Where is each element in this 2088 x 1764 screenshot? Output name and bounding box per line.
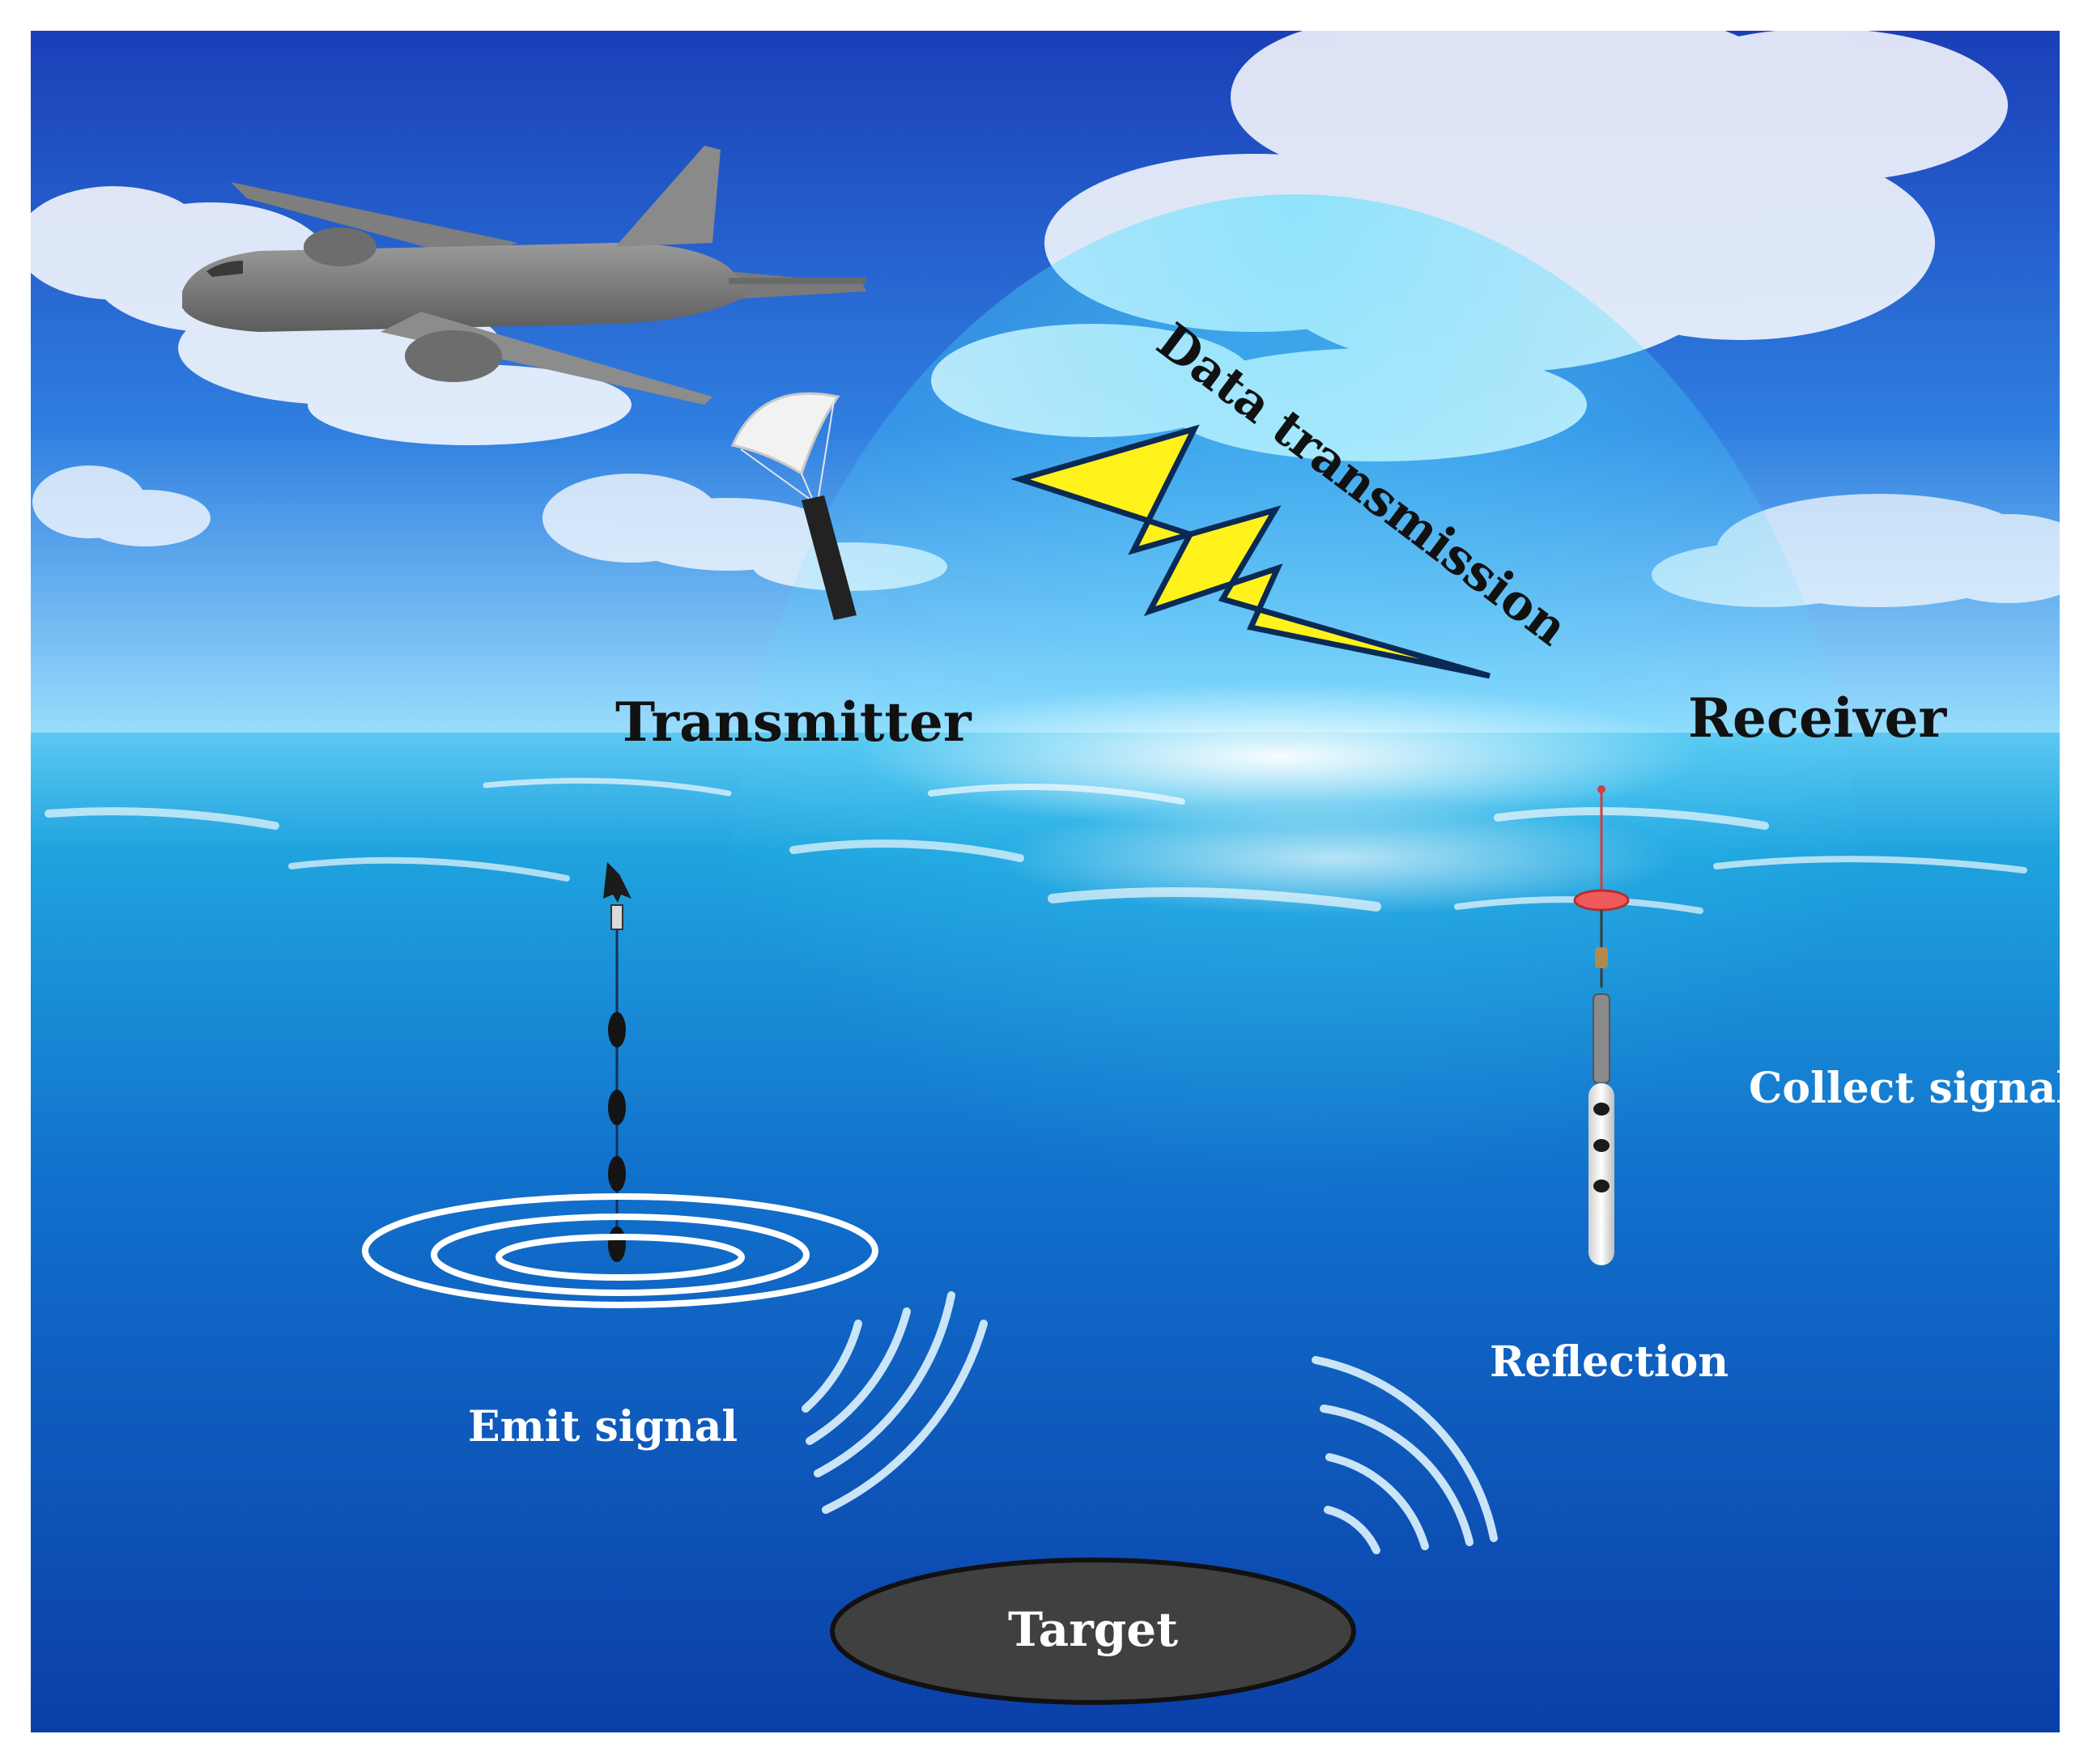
cloud-small-left — [32, 465, 211, 546]
emission-rings — [362, 1193, 878, 1308]
underwater-light — [729, 194, 1862, 1651]
collect-signal-label: Collect signal — [1749, 1064, 2072, 1113]
emit-signal-waves — [802, 1291, 988, 1514]
sea-surface — [45, 684, 2027, 915]
transmitter-label: Transmitter — [615, 691, 972, 754]
lightning-bolt-icon — [1010, 424, 1491, 679]
reflection-waves — [1312, 1356, 1498, 1554]
transmitter-buoy-icon — [603, 862, 632, 1262]
patrol-aircraft-icon — [182, 146, 866, 405]
reflection-label: Reflection — [1490, 1337, 1729, 1387]
receiver-buoy-icon — [1573, 785, 1630, 1265]
receiver-label: Receiver — [1688, 686, 1947, 750]
target-ellipse-icon — [830, 1558, 1356, 1705]
target-label: Target — [1008, 1602, 1178, 1657]
parachute-sonobuoy-icon — [730, 392, 857, 620]
emit-signal-label: Emit signal — [468, 1402, 738, 1452]
